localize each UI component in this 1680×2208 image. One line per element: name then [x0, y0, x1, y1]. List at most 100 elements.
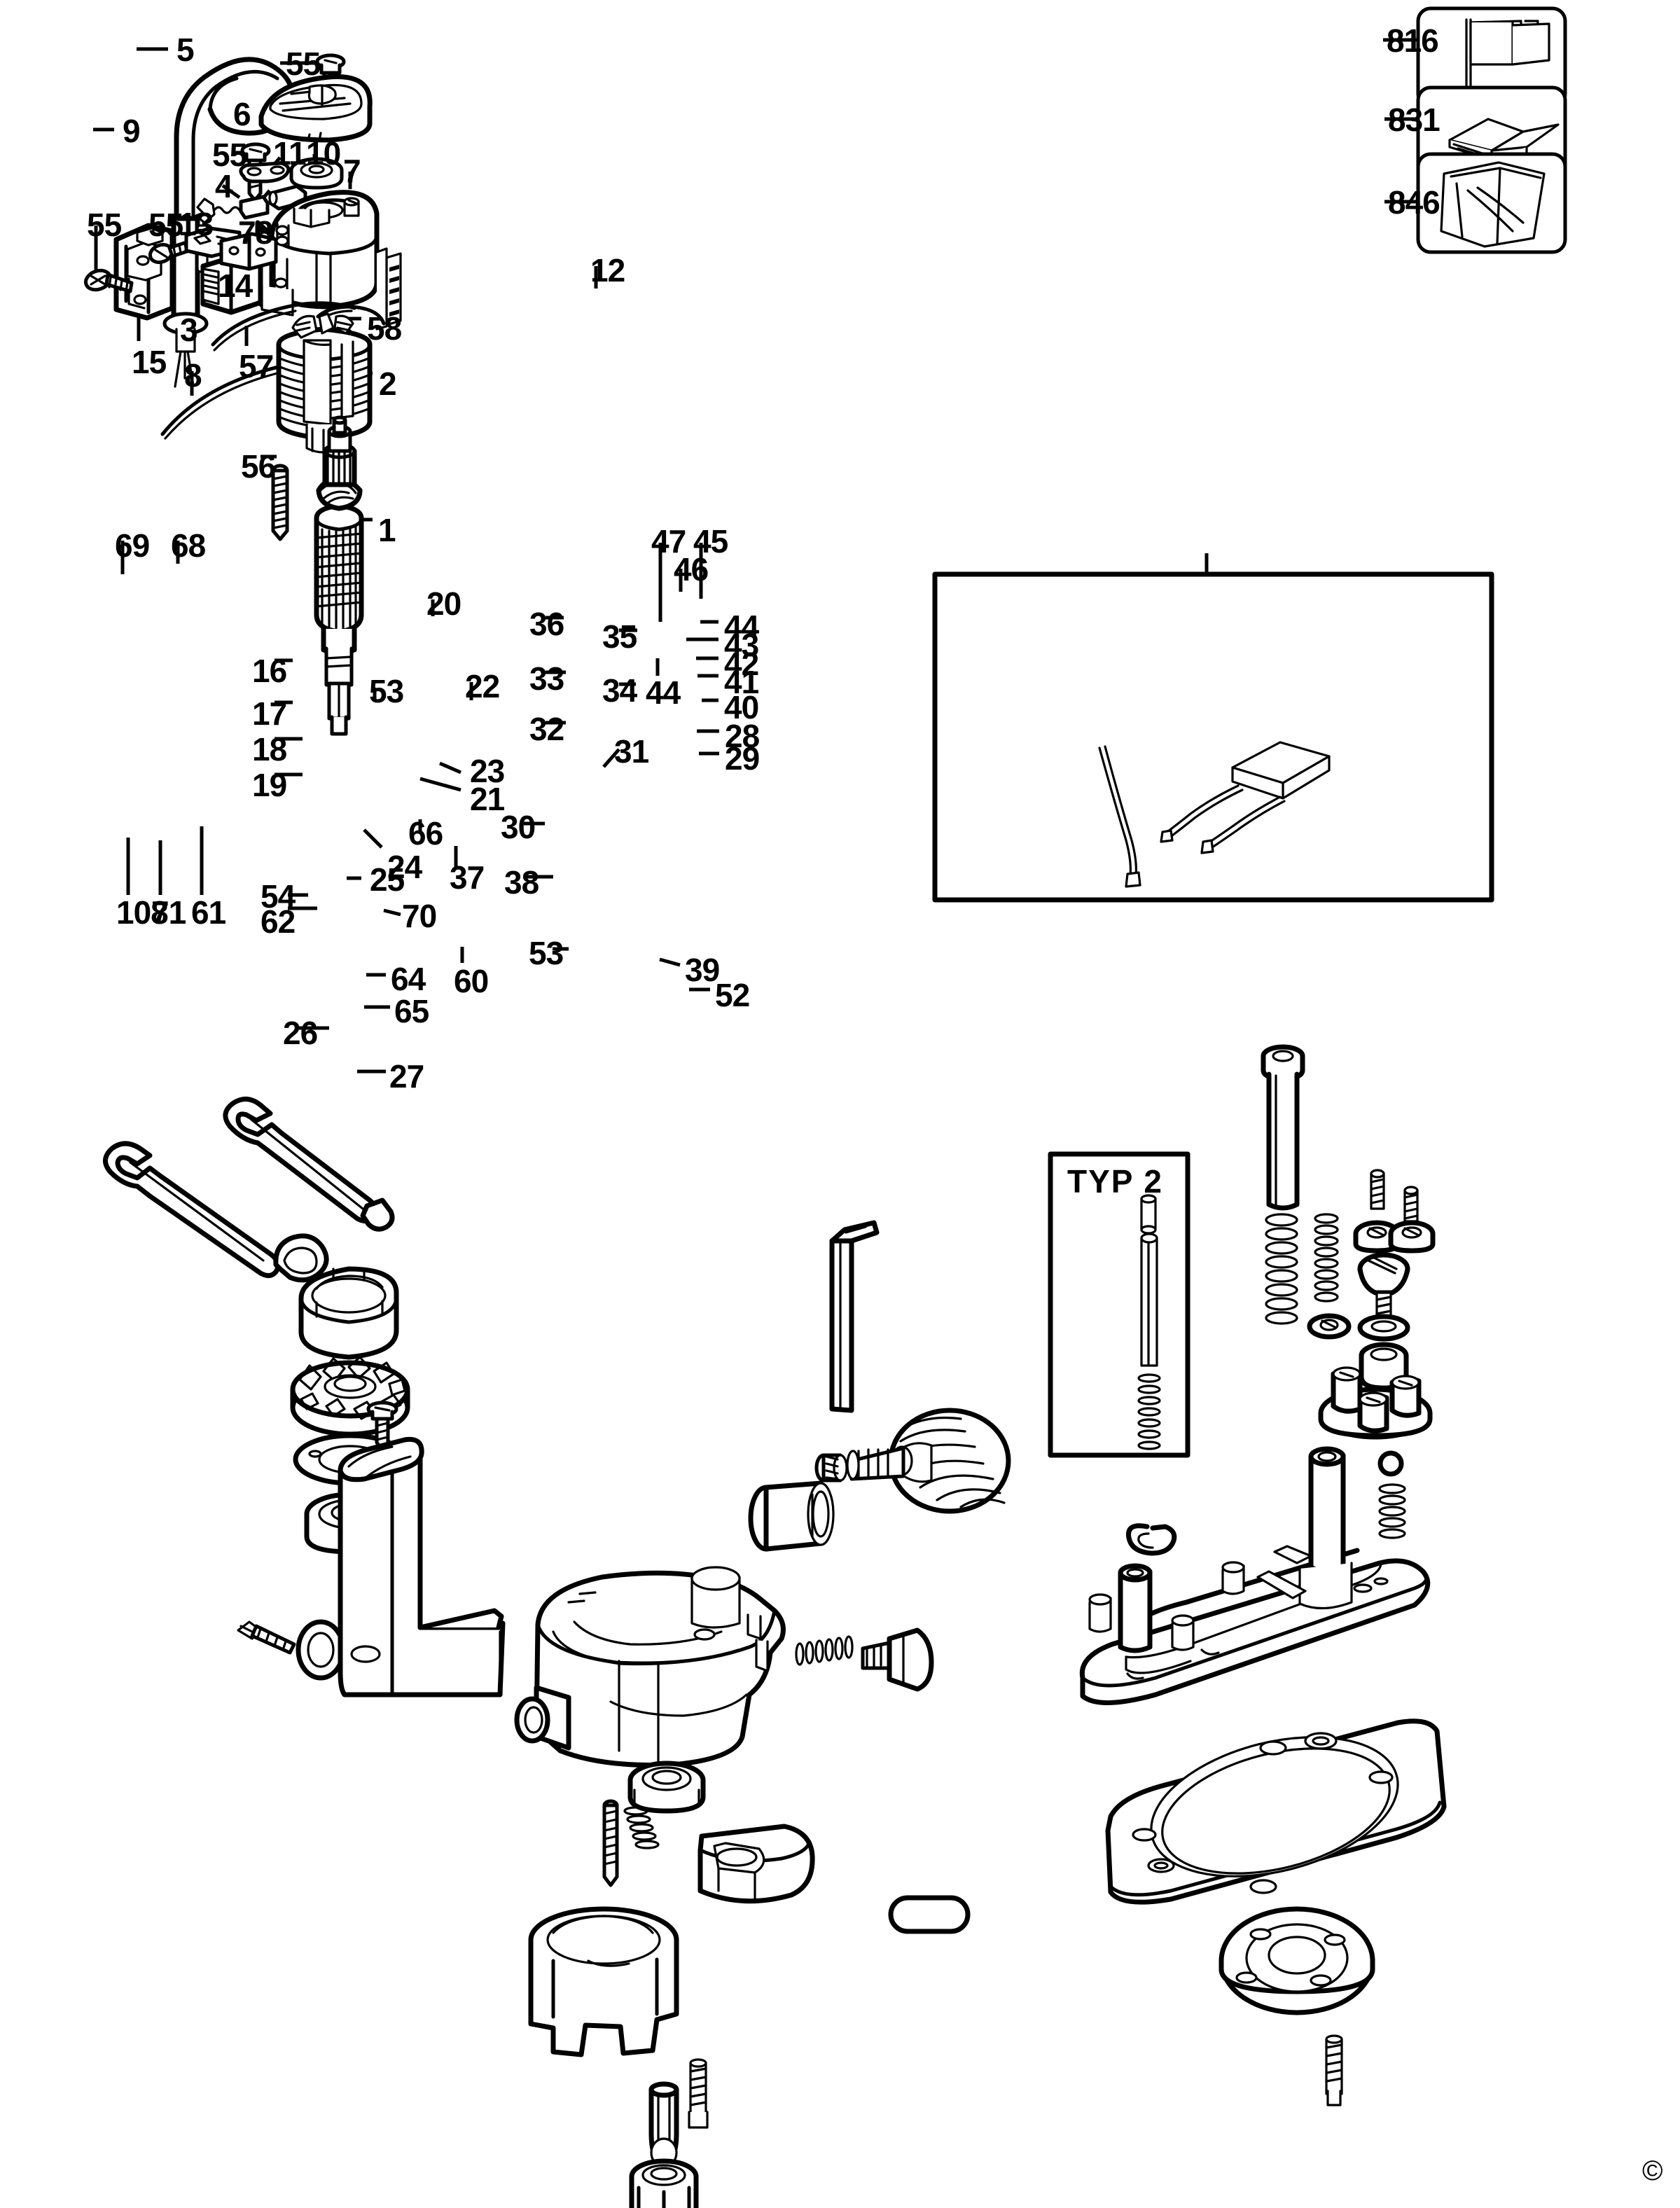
circlip-31 — [1126, 1523, 1177, 1556]
hex-key-20 — [829, 1220, 880, 1413]
clamp-plate-11 — [239, 161, 291, 183]
callout-53-b: 53 — [529, 935, 564, 971]
callout-108: 108 — [116, 894, 169, 931]
callout-7: 7 — [343, 153, 361, 189]
callout-10: 10 — [306, 135, 341, 172]
callout-35: 35 — [602, 618, 637, 655]
callout-44-a: 44 — [724, 609, 759, 645]
bracket-61 — [338, 1436, 506, 1697]
callout-62: 62 — [261, 903, 296, 940]
callout-47: 47 — [651, 523, 686, 560]
spring-34 — [1265, 1213, 1298, 1325]
collet-nut-27 — [629, 2158, 699, 2208]
screw-46 — [1370, 1169, 1385, 1210]
callout-24: 24 — [387, 849, 422, 885]
copyright-mark: © — [1642, 2155, 1663, 2186]
callout-25: 25 — [370, 861, 405, 898]
callout-6: 6 — [233, 96, 251, 132]
callout-58: 58 — [367, 310, 402, 347]
nut-44-b — [1388, 1220, 1436, 1254]
spring-29 — [1378, 1483, 1406, 1539]
callout-34: 34 — [602, 672, 637, 709]
callout-15: 15 — [132, 344, 167, 380]
callout-43: 43 — [724, 627, 759, 663]
callout-32: 32 — [529, 711, 564, 747]
callout-69: 69 — [115, 527, 150, 564]
dust-shroud-64 — [528, 1906, 679, 2057]
base-housing-24 — [514, 1566, 786, 1768]
callout-14: 14 — [218, 268, 253, 304]
callout-60: 60 — [454, 963, 489, 999]
callout-16: 16 — [252, 653, 287, 689]
callout-9: 9 — [123, 113, 141, 149]
wrench-68 — [223, 1097, 395, 1232]
wrench-69 — [103, 1141, 329, 1283]
bearing-10 — [289, 157, 344, 190]
guide-bush-39 — [1219, 1906, 1375, 2015]
callout-66: 66 — [408, 815, 443, 852]
ball-28 — [1377, 1450, 1404, 1477]
base-plate-30 — [1079, 1446, 1431, 1706]
callout-20: 20 — [426, 585, 461, 622]
spring-47 — [1314, 1213, 1339, 1303]
callout-26: 26 — [283, 1015, 318, 1051]
callout-56: 56 — [241, 448, 276, 485]
thumb-screw-37 — [861, 1627, 934, 1692]
callout-19: 19 — [252, 767, 287, 803]
screw-45 — [1403, 1186, 1419, 1223]
callout-13: 13 — [179, 206, 214, 242]
callout-44-b: 44 — [646, 674, 681, 711]
screw-56 — [271, 464, 289, 541]
callout-70: 70 — [402, 898, 437, 934]
block-14 — [219, 232, 278, 271]
callout-55-c: 55 — [87, 207, 122, 243]
screw-43 — [1357, 1252, 1410, 1319]
screw-65 — [688, 2058, 709, 2129]
spring-66 — [795, 1635, 854, 1666]
armature-1 — [314, 415, 364, 736]
callout-38: 38 — [504, 864, 539, 901]
typ2-label: TYP 2 — [1067, 1163, 1163, 1200]
lever-70 — [697, 1824, 815, 1904]
callout-18: 18 — [252, 731, 287, 768]
screw-108 — [237, 1620, 296, 1655]
callout-40: 40 — [724, 689, 759, 725]
callout-41: 41 — [724, 664, 759, 700]
callout-30: 30 — [501, 809, 536, 845]
callout-78: 78 — [238, 214, 273, 251]
callout-37: 37 — [450, 859, 485, 896]
callout-42: 42 — [724, 646, 759, 682]
callout-39: 39 — [685, 952, 720, 988]
callout-8: 8 — [184, 357, 202, 394]
callout-22: 22 — [465, 668, 500, 704]
callout-17: 17 — [252, 695, 287, 732]
callout-816: 816 — [1387, 22, 1439, 59]
callout-29: 29 — [725, 740, 760, 777]
typ2-inset-box — [1048, 1151, 1190, 1458]
capacitor-kit-box-12 — [932, 553, 1494, 903]
nut-44-left — [1307, 1313, 1352, 1340]
callout-68: 68 — [171, 527, 206, 564]
callout-2: 2 — [379, 366, 397, 402]
callout-54: 54 — [261, 878, 296, 915]
callout-61: 61 — [191, 894, 226, 931]
callout-53-a: 53 — [369, 673, 404, 709]
callout-55-d: 55 — [148, 207, 183, 243]
spring-62 — [623, 1806, 660, 1849]
callout-65: 65 — [394, 993, 429, 1029]
accessory-box-816 — [1383, 6, 1567, 109]
callout-71: 71 — [151, 894, 186, 931]
callout-57: 57 — [239, 348, 274, 384]
callout-52: 52 — [715, 977, 750, 1013]
spacer-23 — [814, 1453, 848, 1483]
callout-846: 846 — [1388, 184, 1441, 221]
knob-22 — [846, 1408, 1011, 1514]
callout-33: 33 — [529, 660, 564, 697]
washer-42 — [1357, 1314, 1410, 1342]
callout-23: 23 — [470, 753, 505, 789]
callout-46: 46 — [674, 551, 709, 588]
accessory-box-846 — [1384, 152, 1567, 254]
bearing-housing-16 — [298, 1266, 399, 1360]
callout-3: 3 — [180, 312, 198, 348]
